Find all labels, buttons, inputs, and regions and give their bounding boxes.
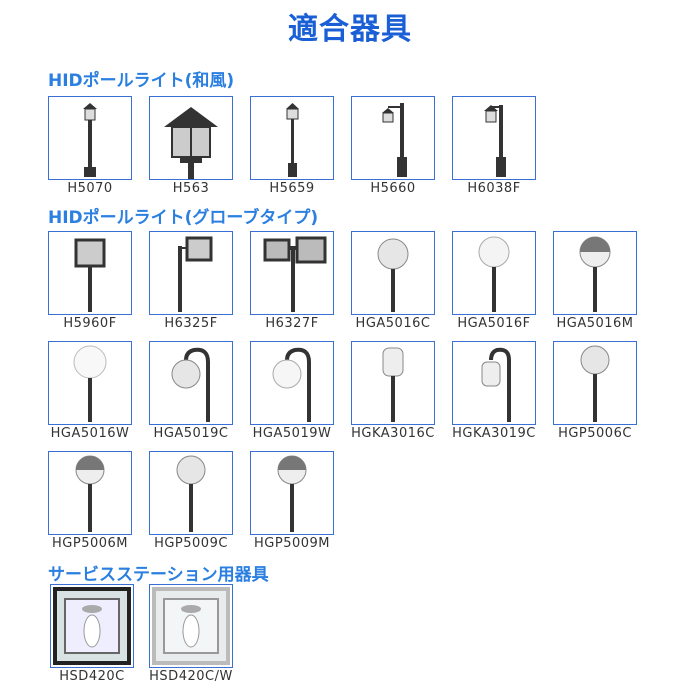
product-tile[interactable]: HGA5016W	[47, 341, 133, 441]
product-tile[interactable]: H563	[148, 96, 234, 196]
product-code: H5070	[67, 181, 113, 196]
product-code: HGA5016F	[457, 316, 531, 331]
product-code: H563	[172, 181, 210, 196]
section-title-japanese-style: HIDポールライト(和風)	[48, 71, 235, 91]
lantern-pole-icon	[250, 96, 334, 180]
product-tile[interactable]: HGKA3016C	[350, 341, 436, 441]
frosted-globe-pole-icon	[452, 231, 536, 315]
cube-pole-icon	[48, 231, 132, 315]
product-code: HGP5006M	[52, 536, 128, 551]
mirror-globe-pole-icon	[250, 451, 334, 535]
clear-globe-pole-icon	[553, 341, 637, 425]
product-tile[interactable]: HGKA3019C	[451, 341, 537, 441]
product-tile[interactable]: HGA5019C	[148, 341, 234, 441]
cube-bracket-pole-icon	[149, 231, 233, 315]
product-tile[interactable]: H5070	[47, 96, 133, 196]
product-code: HGKA3016C	[351, 426, 435, 441]
lantern-pole-icon	[48, 96, 132, 180]
clear-globe-pole-icon	[149, 451, 233, 535]
product-tile[interactable]: HGA5016C	[350, 231, 436, 331]
product-code: HGA5019W	[252, 426, 332, 441]
product-code: HGKA3019C	[452, 426, 536, 441]
product-tile[interactable]: H5659	[249, 96, 335, 196]
product-tile[interactable]: HSD420C/W	[148, 584, 234, 684]
product-code: HGA5016W	[50, 426, 130, 441]
product-code: HGP5009M	[254, 536, 330, 551]
bracket-lantern-pole-icon	[452, 96, 536, 180]
product-tile[interactable]: HGA5016F	[451, 231, 537, 331]
mirror-globe-pole-icon	[48, 451, 132, 535]
lantern-head-icon	[149, 96, 233, 180]
twin-cube-pole-icon	[250, 231, 334, 315]
curved-clear-globe-pole-icon	[149, 341, 233, 425]
product-tile[interactable]: HGA5019W	[249, 341, 335, 441]
product-tile[interactable]: HGP5006M	[47, 451, 133, 551]
product-code: H6038F	[467, 181, 521, 196]
product-tile[interactable]: H5960F	[47, 231, 133, 331]
product-code: HGA5016M	[556, 316, 634, 331]
product-tile[interactable]: HSD420C	[49, 584, 135, 684]
product-tile[interactable]: HGP5009M	[249, 451, 335, 551]
product-tile[interactable]: HGP5006C	[552, 341, 638, 441]
page-title: 適合器具	[288, 12, 412, 47]
product-code: HGA5016C	[355, 316, 431, 331]
mirror-globe-pole-icon	[553, 231, 637, 315]
square-canopy-light-icon	[50, 584, 134, 668]
curved-white-globe-pole-icon	[250, 341, 334, 425]
square-canopy-light-icon	[149, 584, 233, 668]
white-globe-pole-icon	[48, 341, 132, 425]
product-tile[interactable]: H6038F	[451, 96, 537, 196]
product-code: H5659	[269, 181, 315, 196]
curved-cylinder-globe-pole-icon	[452, 341, 536, 425]
section-title-globe-type: HIDポールライト(グローブタイプ)	[48, 208, 319, 228]
product-code: HGP5006C	[558, 426, 632, 441]
product-code: H5960F	[63, 316, 117, 331]
product-tile[interactable]: HGP5009C	[148, 451, 234, 551]
product-code: HGA5019C	[153, 426, 229, 441]
clear-globe-pole-icon	[351, 231, 435, 315]
product-code: H5660	[370, 181, 416, 196]
product-tile[interactable]: HGA5016M	[552, 231, 638, 331]
product-code: HSD420C/W	[149, 669, 233, 684]
product-tile[interactable]: H6325F	[148, 231, 234, 331]
product-tile[interactable]: H6327F	[249, 231, 335, 331]
section-title-service-station: サービスステーション用器具	[48, 565, 269, 585]
product-tile[interactable]: H5660	[350, 96, 436, 196]
product-code: H6325F	[164, 316, 218, 331]
cylinder-globe-pole-icon	[351, 341, 435, 425]
bracket-lantern-pole-icon	[351, 96, 435, 180]
product-code: H6327F	[265, 316, 319, 331]
product-code: HSD420C	[59, 669, 125, 684]
product-code: HGP5009C	[154, 536, 228, 551]
